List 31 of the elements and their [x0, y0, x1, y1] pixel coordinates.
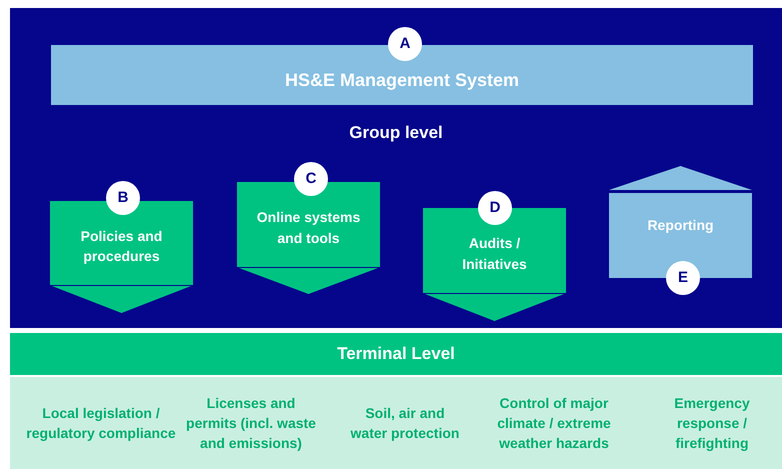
letter-label: D: [488, 198, 502, 218]
letter-circle: [388, 27, 422, 61]
chevron-box: [50, 201, 193, 285]
letter-label: B: [116, 188, 130, 208]
topic-label: Licenses and permits (incl. waste and emissions): [186, 394, 316, 454]
letter-circle: [666, 261, 700, 295]
topic-label: Local legislation / regulatory compliance: [26, 404, 176, 443]
box-label: Policies and procedures: [80, 226, 164, 266]
box-label: Audits / Initiatives: [461, 234, 528, 274]
chevron-box: [237, 182, 380, 267]
section-heading: Group level: [348, 122, 444, 144]
chevron-arrow: [425, 294, 564, 322]
box-label: Reporting: [646, 216, 715, 236]
letter-label: A: [398, 34, 412, 54]
group-panel: [10, 8, 782, 328]
chevron-arrow: [609, 166, 752, 190]
letter-circle: [106, 181, 140, 215]
letter-label: C: [304, 169, 318, 190]
system-title: HS&E Management System: [284, 68, 520, 92]
chevron-arrow: [52, 286, 191, 314]
topic-label: Control of major climate / extreme weather hazards: [496, 394, 612, 454]
terminal-band: [10, 333, 782, 375]
topic-label: Emergency response / firefighting: [673, 394, 751, 454]
letter-label: E: [676, 268, 689, 288]
box-label: Online systems and tools: [256, 208, 362, 248]
band-title: Terminal Level: [336, 342, 456, 365]
chevron-arrow: [239, 268, 378, 294]
topics-panel: [10, 377, 782, 469]
topic-label: Soil, air and water protection: [350, 404, 460, 443]
letter-circle: [294, 162, 328, 196]
letter-circle: [478, 191, 512, 225]
